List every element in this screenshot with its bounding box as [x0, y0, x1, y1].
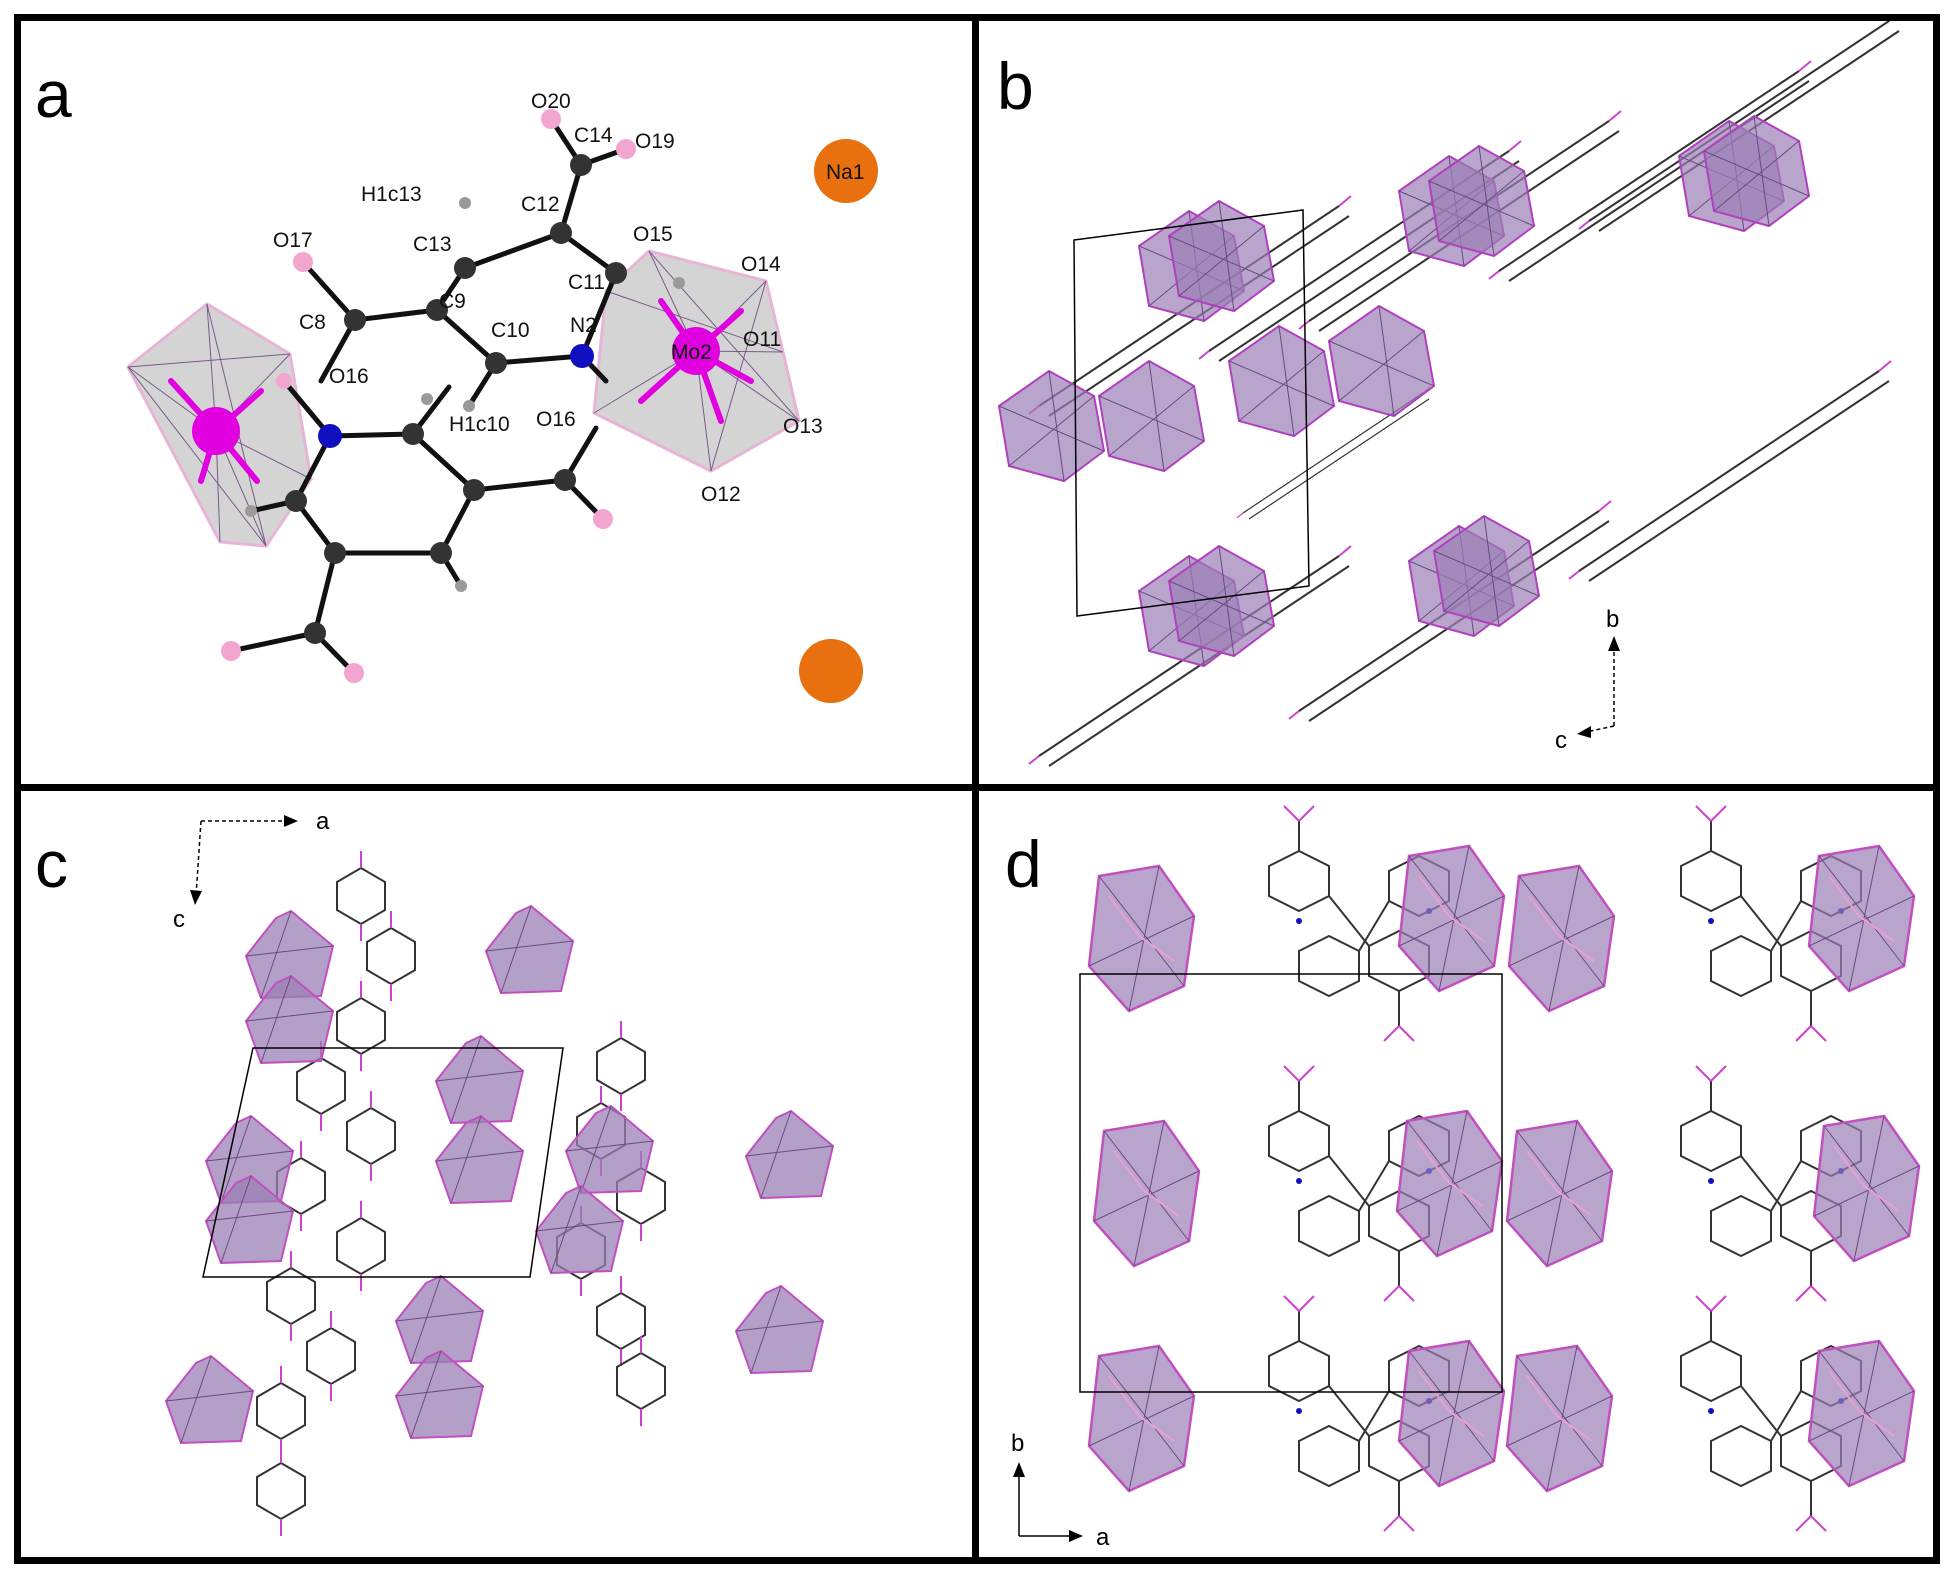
- atom-label: C14: [574, 124, 613, 147]
- axis-label-vertical: c: [173, 906, 185, 933]
- polyhedra: [998, 115, 1810, 667]
- panel-d-label: d: [1005, 827, 1042, 901]
- atom-label: O16: [536, 408, 576, 431]
- atom-label: O11: [743, 328, 781, 351]
- atom-label: H1c10: [449, 413, 510, 436]
- atoms: [192, 109, 878, 703]
- atom-label: O19: [635, 130, 675, 153]
- axis-label-horizontal: c: [1555, 727, 1567, 754]
- atom-label: C12: [521, 193, 560, 216]
- atom-label: C11: [568, 271, 605, 294]
- axis-indicator-b: b c: [1555, 606, 1620, 754]
- atom-label: O17: [273, 229, 313, 252]
- axis-label-horizontal: a: [316, 808, 330, 835]
- atom-label: Na1: [826, 161, 865, 184]
- axis-label-horizontal: a: [1096, 1524, 1110, 1551]
- polyhedra: [1087, 844, 1921, 1493]
- atom-label: O15: [633, 223, 673, 246]
- axis-indicator-c: a c: [173, 808, 330, 933]
- panel-c-label: c: [35, 827, 68, 901]
- horizontal-divider: [14, 784, 1940, 791]
- panel-d: d: [979, 791, 1933, 1557]
- packing-view-d: b a: [1011, 805, 1921, 1551]
- atom-label: C10: [491, 319, 530, 342]
- panel-b-label: b: [997, 49, 1034, 123]
- panel-c: c: [21, 791, 972, 1557]
- panel-a-label: a: [35, 57, 72, 131]
- axis-indicator-d: b a: [1011, 1430, 1110, 1551]
- atom-label: H1c13: [361, 183, 422, 206]
- polyhedra: [165, 905, 834, 1444]
- atom-label: O16: [329, 365, 369, 388]
- unit-cell: [202, 1047, 564, 1278]
- atom-label: O12: [701, 483, 741, 506]
- packing-view-b: b c: [998, 21, 1902, 767]
- panel-a: a: [21, 21, 972, 784]
- atom-label: N2: [570, 314, 597, 337]
- atom-label: Mo2: [671, 341, 712, 364]
- atom-label: O13: [783, 415, 823, 438]
- panel-b: b: [979, 21, 1933, 784]
- unit-cell: [1073, 209, 1310, 617]
- molecule-structure: O20 C14 O19 Na1 H1c13 C12 O15 O14 O17 C1…: [126, 90, 878, 703]
- packing-view-c: a c: [165, 808, 834, 1537]
- atom-label: O14: [741, 253, 781, 276]
- atom-label: C8: [299, 311, 326, 334]
- atom-label: O20: [531, 90, 571, 113]
- atom-label: C13: [413, 233, 452, 256]
- atom-label: C9: [439, 290, 466, 313]
- axis-label-vertical: b: [1011, 1430, 1024, 1457]
- unit-cell: [1079, 973, 1503, 1393]
- axis-label-vertical: b: [1606, 606, 1619, 633]
